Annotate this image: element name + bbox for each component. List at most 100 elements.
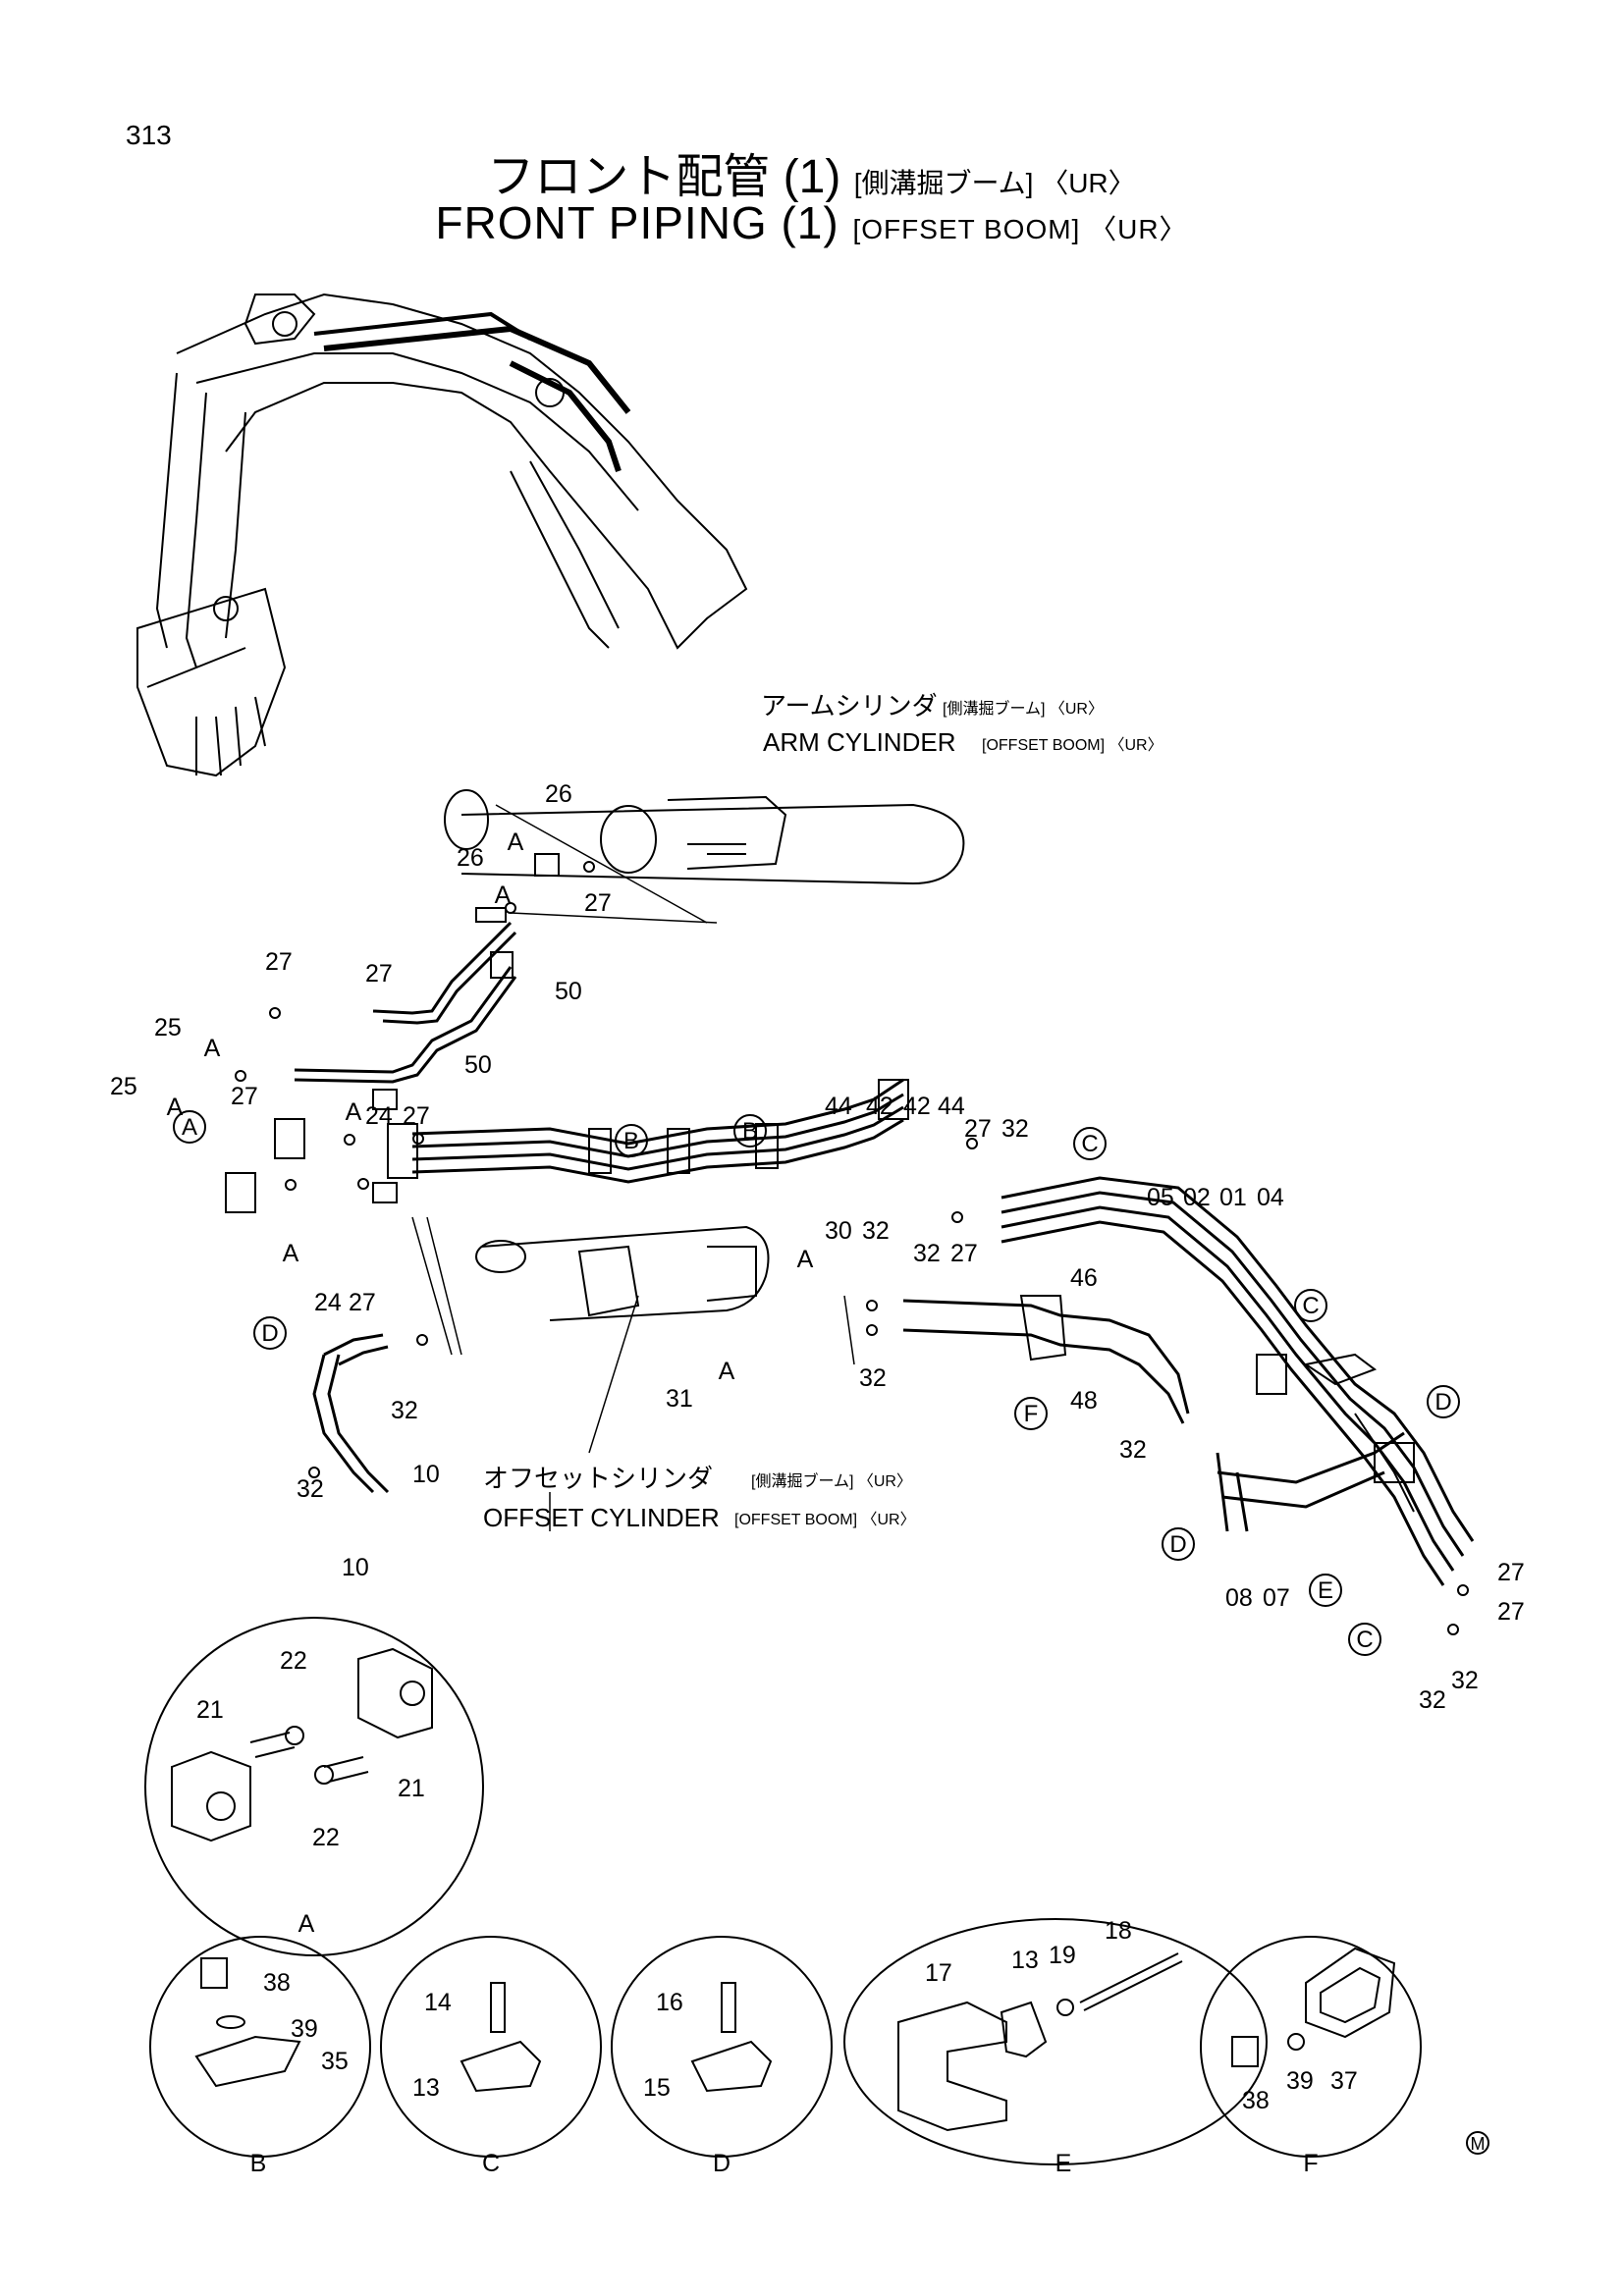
arm-cylinder-caption-en: ARM CYLINDER [763,727,955,757]
part-label-22: 22 [312,1824,340,1851]
part-label-42: 42 [866,1093,893,1120]
title-en-sub: [OFFSET BOOM] 〈UR〉 [852,214,1188,244]
part-label-25: 25 [110,1073,137,1100]
part-label-22: 22 [280,1647,307,1675]
callout-d-label: D [1169,1531,1186,1558]
part-label-13: 13 [412,2074,440,2102]
part-label-32: 32 [1001,1115,1029,1143]
part-label-30: 30 [825,1217,852,1245]
part-label-26: 26 [545,780,572,808]
detail-e-letter: E [1055,2150,1072,2177]
callout-b-label: B [623,1128,639,1154]
part-label-04: 04 [1257,1184,1284,1211]
detail-d-letter: D [713,2150,730,2177]
title-jp-main: フロント配管 (1) [487,151,841,203]
callout-c-circle-2 [1294,1289,1327,1322]
section-a-label: A [495,881,512,909]
part-label-27: 27 [231,1083,258,1110]
part-label-32: 32 [1419,1686,1446,1714]
part-label-27: 27 [365,960,393,988]
part-label-16: 16 [656,1989,683,2016]
part-label-32: 32 [1451,1667,1479,1694]
callout-c-circle-1 [1073,1127,1107,1160]
callout-d-circle-1 [253,1316,287,1350]
callout-a-label: A [182,1114,197,1141]
part-label-24: 24 [365,1102,393,1130]
part-label-08: 08 [1225,1584,1253,1612]
part-label-15: 15 [643,2074,671,2102]
callout-a-circle [173,1110,206,1144]
part-label-27: 27 [349,1289,376,1316]
part-label-32: 32 [391,1397,418,1424]
part-label-32: 32 [862,1217,890,1245]
section-a-label: A [346,1098,362,1126]
part-label-27: 27 [1497,1559,1525,1586]
right-pipe-bundle [1001,1176,1475,1586]
part-label-27: 27 [265,948,293,976]
section-a-label: A [719,1358,735,1385]
callout-c-label: C [1081,1131,1098,1157]
part-label-44: 44 [938,1093,965,1120]
offset-cylinder-caption-jp: オフセットシリンダ [483,1464,713,1493]
title-en-main: FRONT PIPING (1) [435,197,839,248]
part-label-38: 38 [1242,2087,1270,2114]
part-label-26: 26 [457,844,484,872]
part-label-27: 27 [950,1240,978,1267]
part-label-21: 21 [196,1696,224,1724]
part-label-50: 50 [555,978,582,1005]
detail-f-parts [1231,1947,1396,2067]
detail-e-parts [897,1952,1183,2132]
part-label-32: 32 [859,1364,887,1392]
callout-d-label: D [1434,1389,1451,1415]
detail-b-parts [194,1957,301,2088]
detail-a-parts [171,1647,433,1842]
part-label-24: 24 [314,1289,342,1316]
title-jp-sub: [側溝掘ブーム] 〈UR〉 [853,168,1136,198]
section-a-label: A [204,1035,221,1062]
detail-c-parts [460,1982,542,2093]
m-mark-circle [1466,2131,1489,2155]
part-label-19: 19 [1049,1942,1076,1969]
part-label-14: 14 [424,1989,452,2016]
part-label-27: 27 [964,1115,992,1143]
callout-b-label: B [742,1118,758,1145]
pipe-10 [312,1333,390,1494]
m-mark-label: M [1471,2134,1486,2154]
arm-cylinder-caption-en-sub: [OFFSET BOOM] 〈UR〉 [982,737,1163,754]
part-label-48: 48 [1070,1387,1098,1415]
o-rings [235,861,1469,1635]
part-label-10: 10 [412,1461,440,1488]
title-japanese: フロント配管 (1) [側溝掘ブーム] 〈UR〉 [0,137,1623,206]
detail-c-letter: C [482,2150,500,2177]
part-label-21: 21 [398,1775,425,1802]
section-a-label: A [167,1094,184,1121]
part-label-18: 18 [1105,1917,1132,1945]
hoses-46-48 [902,1295,1190,1424]
leader-lines [411,804,855,1531]
section-a-label: A [797,1246,814,1273]
offset-cylinder-caption-en: OFFSET CYLINDER [483,1503,720,1532]
title-english: FRONT PIPING (1) [OFFSET BOOM] 〈UR〉 [0,196,1623,249]
part-label-01: 01 [1219,1184,1247,1211]
callout-c-label: C [1356,1627,1373,1653]
callout-c-label: C [1302,1293,1319,1319]
callout-f-label: F [1024,1401,1039,1427]
callout-e-circle [1309,1574,1342,1607]
part-label-10: 10 [342,1554,369,1581]
part-label-38: 38 [263,1969,291,1997]
offset-cylinder-caption-jp-sub: [側溝掘ブーム] 〈UR〉 [751,1471,912,1490]
arm-cylinder-drawing [444,789,965,885]
detail-f-letter: F [1303,2150,1318,2177]
part-label-32: 32 [913,1240,941,1267]
part-label-32: 32 [1119,1436,1147,1464]
center-hose-bundle [387,1078,909,1184]
part-label-39: 39 [1286,2067,1314,2095]
section-a-label: A [283,1240,299,1267]
part-label-13: 13 [1011,1947,1039,1974]
part-label-32: 32 [297,1475,324,1503]
detail-d-parts [690,1982,773,2093]
part-label-02: 02 [1183,1184,1211,1211]
part-label-27: 27 [1497,1598,1525,1626]
callout-c-circle-3 [1348,1623,1381,1656]
